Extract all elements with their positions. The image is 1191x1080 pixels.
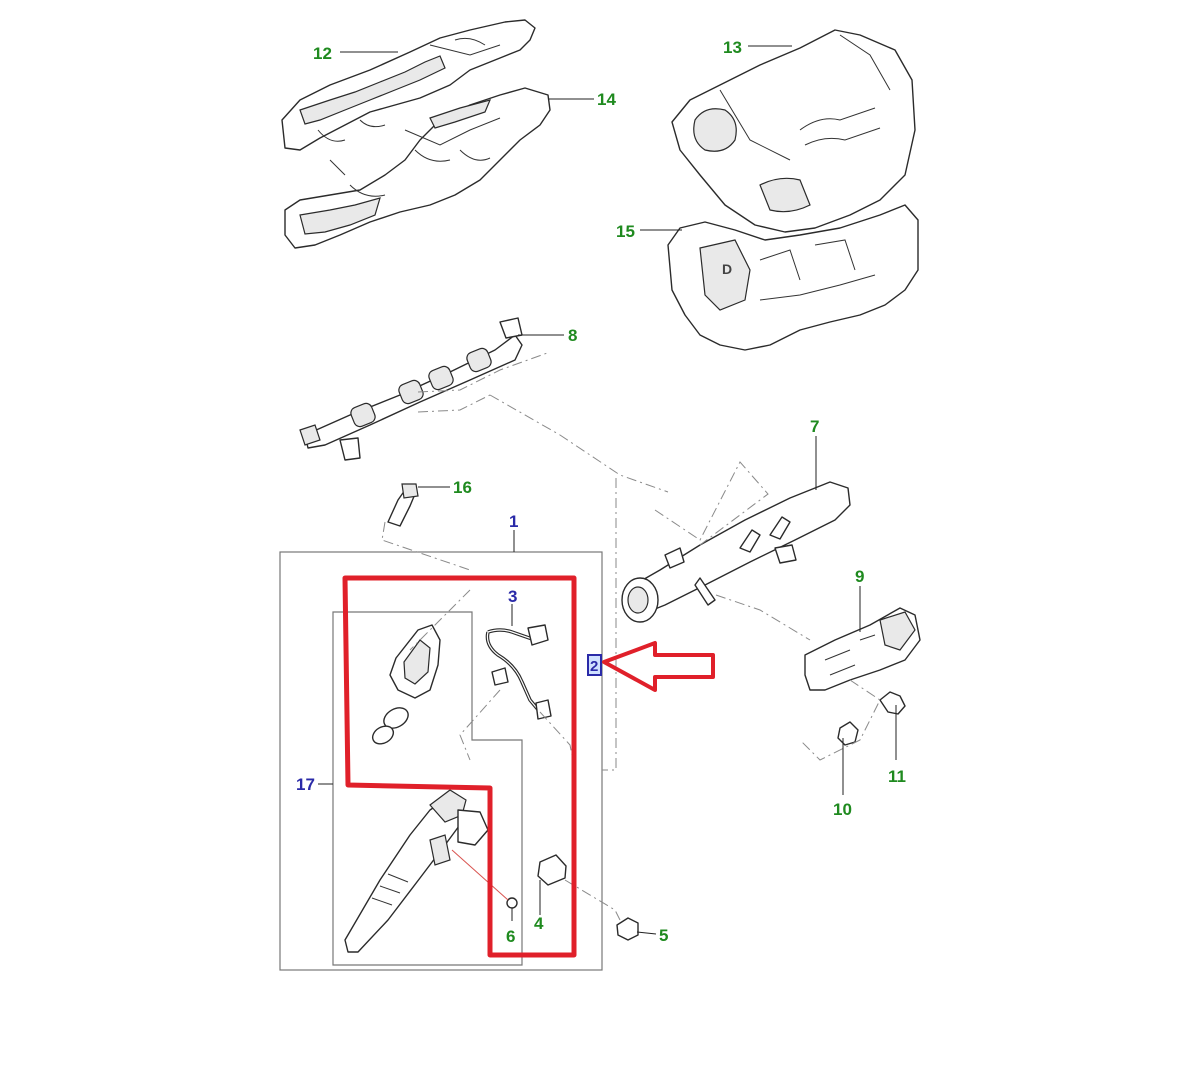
part-5-nut [616, 917, 639, 941]
part-12-upper-cover [281, 19, 536, 151]
part-15-engine-cover-lower: D [667, 204, 919, 351]
callout-9: 9 [855, 567, 864, 586]
callout-10: 10 [833, 800, 852, 819]
callout-17: 17 [296, 775, 315, 794]
callout-2: 2 [590, 658, 598, 675]
part-16-bolt [387, 483, 419, 527]
callout-7: 7 [810, 417, 819, 436]
callout-16: 16 [453, 478, 472, 497]
connector-lines [381, 351, 881, 921]
highlight-outline [342, 575, 577, 958]
callout-leaders [318, 45, 897, 935]
callout-15: 15 [616, 222, 635, 241]
callout-1: 1 [509, 512, 518, 531]
callout-3: 3 [508, 587, 517, 606]
part-13-engine-cover [671, 29, 916, 233]
callout-13: 13 [723, 38, 742, 57]
part-3-fuel-pipe [485, 624, 552, 720]
kit-box-17 [332, 611, 523, 966]
callout-11: 11 [888, 767, 906, 786]
part-7-fuel-rail [621, 481, 851, 623]
part-14-lower-cover [284, 87, 551, 249]
part-9-regulator [804, 607, 921, 691]
part-4-bracket [537, 854, 567, 886]
callout-14: 14 [597, 90, 616, 109]
callout-6: 6 [506, 927, 515, 946]
part-17-injector [344, 789, 489, 953]
kit-box-1 [279, 551, 603, 971]
part-6-bolt [506, 897, 518, 909]
part-10-bolt [837, 721, 859, 746]
callout-4: 4 [534, 914, 544, 933]
callout-8: 8 [568, 326, 577, 345]
part-gasket-seals [371, 624, 441, 745]
part-11-bolt [879, 691, 906, 715]
cover-mark-label: D [722, 261, 732, 277]
part-8-fuel-rail [299, 317, 523, 461]
red-leader-line [451, 849, 509, 901]
pointer-arrow-icon [602, 641, 715, 692]
callout-2-box [587, 654, 602, 676]
callout-12: 12 [313, 44, 332, 63]
callout-5: 5 [659, 926, 668, 945]
